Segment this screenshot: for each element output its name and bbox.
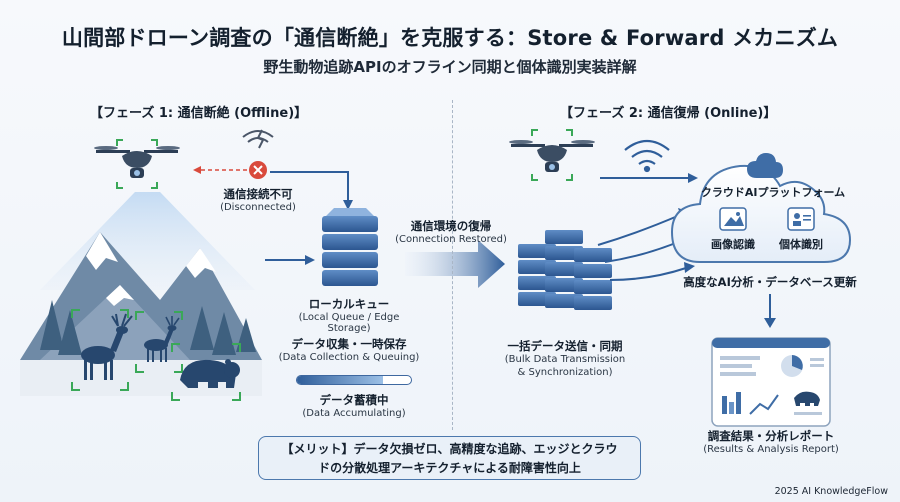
accumulating-progress-bar	[296, 375, 412, 385]
analysis-label: 高度なAI分析・データベース更新	[683, 275, 857, 289]
merit-line-1: 【メリット】データ欠損ゼロ、高精度な追跡、エッジとクラウ	[281, 442, 618, 456]
bulk-sub-1: (Bulk Data Transmission	[504, 354, 626, 365]
page-subtitle: 野生動物追跡APIのオフライン同期と個体識別実装詳解	[263, 58, 637, 76]
drone-offline-icon	[94, 139, 180, 189]
mountain-to-queue-arrow-head	[305, 255, 315, 265]
detection-brackets	[71, 309, 241, 401]
report-sub: (Results & Analysis Report)	[703, 444, 839, 455]
local-queue-stack-icon	[322, 208, 378, 286]
phase2-title: 【フェーズ 2: 通信復帰 (Online)】	[560, 106, 777, 121]
to-queue-connector	[270, 171, 349, 202]
collect-sub: (Data Collection & Queuing)	[278, 352, 420, 363]
image-recognition-label: 画像認識	[711, 238, 755, 251]
individual-id-label: 個体識別	[779, 238, 823, 251]
deer-icon	[144, 316, 180, 362]
disconnect-sub: (Disconnected)	[220, 202, 296, 213]
collect-label: データ収集・一時保存	[291, 337, 407, 351]
disconnect-error-icon	[249, 161, 267, 179]
cloud-platform-icon	[670, 153, 852, 263]
bulk-label: 一括データ送信・同期	[507, 339, 623, 353]
server-cluster-icon	[518, 230, 612, 310]
queue-sub: (Local Queue / Edge Storage)	[298, 312, 400, 334]
report-dashboard-icon	[711, 337, 831, 427]
transition-label: 通信環境の復帰	[410, 219, 492, 233]
credit-text: 2025 AI KnowledgeFlow	[774, 486, 888, 497]
report-label: 調査結果・分析レポート	[707, 429, 835, 443]
merit-box: 【メリット】データ欠損ゼロ、高精度な追跡、エッジとクラウ ドの分散処理アーキテク…	[258, 436, 641, 480]
accumulating-progress-fill	[297, 376, 383, 384]
phase-divider	[452, 100, 453, 430]
merit-line-2: ドの分散処理アーキテクチャによる耐障害性向上	[318, 461, 581, 475]
queue-label: ローカルキュー	[308, 297, 390, 311]
drone-online-icon	[509, 129, 595, 181]
disconnect-label: 通信接続不可	[223, 187, 293, 201]
disconnected-arrow-head	[193, 166, 201, 174]
transition-arrow	[405, 240, 505, 288]
deer-icon	[81, 313, 133, 380]
page-title: 山間部ドローン調査の「通信断絶」を克服する：Store & Forward メカ…	[61, 26, 839, 50]
pine-trees	[40, 300, 256, 355]
bulk-sub-2: & Synchronization)	[517, 367, 613, 378]
cloud-label: クラウドAIプラットフォーム	[700, 186, 846, 199]
cloud-to-report-arrow-head	[764, 318, 776, 328]
upload-arrow-head	[684, 262, 695, 273]
to-queue-arrow-head	[343, 200, 353, 210]
drone-to-cloud-arrow-head	[688, 173, 698, 183]
wifi-icon	[624, 139, 670, 173]
bear-icon	[180, 359, 240, 388]
transition-sub: (Connection Restored)	[395, 234, 507, 245]
broken-wifi-icon	[242, 129, 274, 149]
accum-sub: (Data Accumulating)	[302, 408, 406, 419]
phase1-title: 【フェーズ 1: 通信断絶 (Offline)】	[90, 106, 308, 121]
accum-label: データ蓄積中	[319, 393, 389, 407]
